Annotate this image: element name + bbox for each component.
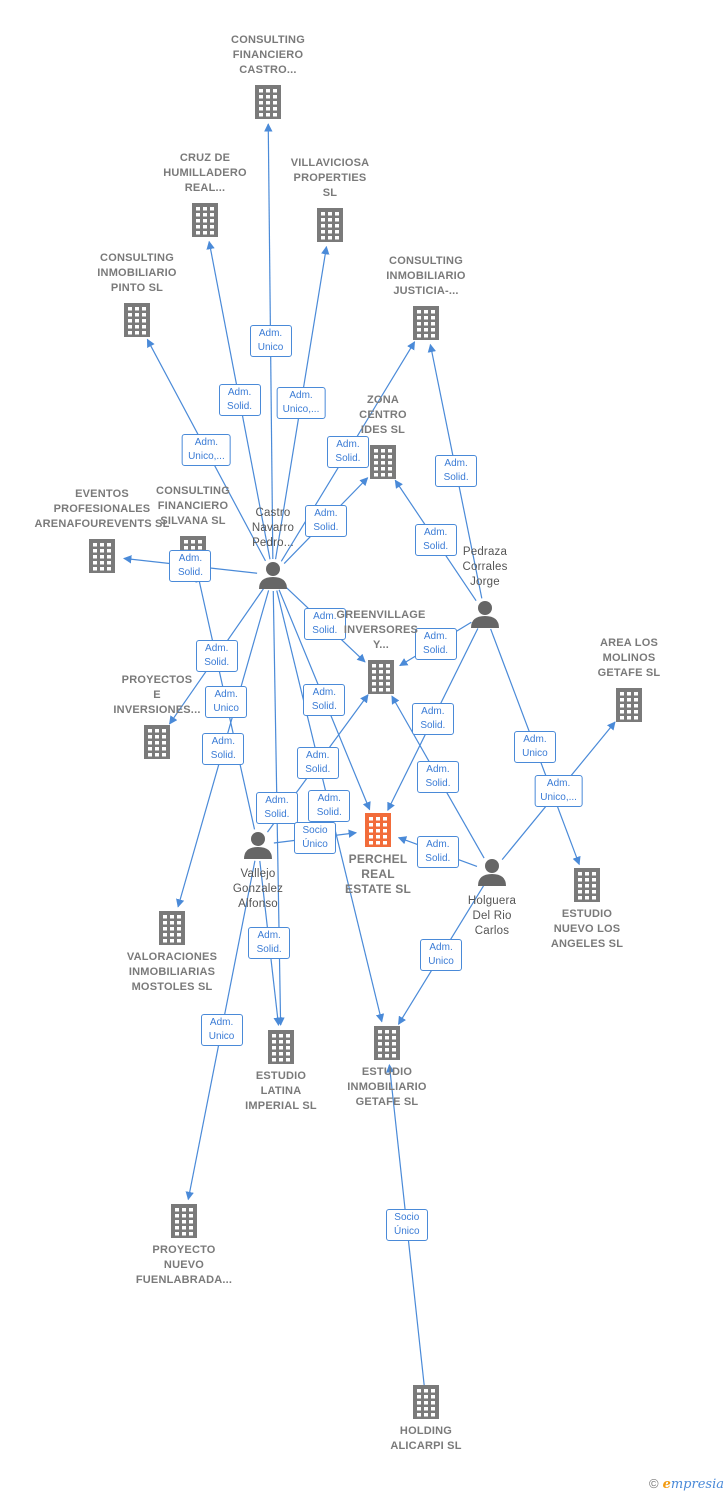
building-icon[interactable] <box>171 1204 197 1238</box>
brand-logo: empresia <box>662 1477 724 1492</box>
edge-label[interactable]: Socio Único <box>294 821 337 854</box>
edge-label[interactable]: Adm. Solid. <box>169 549 212 582</box>
person-icon[interactable] <box>471 601 499 628</box>
building-icon[interactable] <box>374 1026 400 1060</box>
edge-label[interactable]: Adm. Solid. <box>326 435 369 468</box>
building-icon[interactable] <box>317 208 343 242</box>
node-label-epa[interactable]: EVENTOS PROFESIONALES ARENAFOUREVENTS SL <box>34 488 170 530</box>
building-icon[interactable] <box>192 203 218 237</box>
node-label-prl[interactable]: PERCHEL REAL ESTATE SL <box>344 852 412 896</box>
edge-label[interactable]: Adm. Solid. <box>416 836 459 869</box>
edge-label[interactable]: Adm. Solid. <box>255 792 298 824</box>
edge-label[interactable]: Adm. Solid. <box>202 732 245 765</box>
building-icon[interactable] <box>370 445 396 479</box>
copyright-symbol: © <box>648 1476 659 1491</box>
edge-label[interactable]: Adm. Solid. <box>195 640 238 673</box>
node-label-pcj[interactable]: Pedraza Corrales Jorge <box>462 546 508 588</box>
node-label-chr[interactable]: CRUZ DE HUMILLADERO REAL... <box>163 152 247 194</box>
node-label-pnf[interactable]: PROYECTO NUEVO FUENLABRADA... <box>135 1244 233 1286</box>
edge-label[interactable]: Adm. Unico,... <box>182 434 231 467</box>
edge-label[interactable]: Socio Único <box>385 1209 428 1242</box>
edge-label[interactable]: Adm. Unico,... <box>534 774 583 807</box>
building-icon[interactable] <box>268 1030 294 1064</box>
nodes-layer <box>89 85 642 1419</box>
person-icon[interactable] <box>259 562 287 589</box>
edge-label[interactable]: Adm. Solid. <box>303 607 346 640</box>
building-icon[interactable] <box>159 911 185 945</box>
edge-label[interactable]: Adm. Solid. <box>308 790 351 823</box>
edge-label[interactable]: Adm. Solid. <box>414 627 457 660</box>
building-icon[interactable] <box>368 660 394 694</box>
edge-label[interactable]: Adm. Solid. <box>303 683 346 716</box>
building-icon[interactable] <box>413 1385 439 1419</box>
edge-label[interactable]: Adm. Solid. <box>435 455 478 488</box>
edge-label[interactable]: Adm. Unico <box>205 685 248 718</box>
person-icon[interactable] <box>478 859 506 886</box>
footer-brand[interactable]: ©empresia <box>649 1476 724 1492</box>
node-label-zc[interactable]: ZONA CENTRO IDES SL <box>359 394 407 436</box>
node-label-cnp[interactable]: Castro Navarro Pedro... <box>251 507 295 549</box>
node-label-vim[interactable]: VALORACIONES INMOBILIARIAS MOSTOLES SL <box>126 951 218 993</box>
node-label-cij[interactable]: CONSULTING INMOBILIARIO JUSTICIA-... <box>386 255 466 297</box>
edge-label[interactable]: Adm. Solid. <box>296 747 339 780</box>
node-label-gvi[interactable]: GREENVILLAGE INVERSORES Y... <box>336 609 426 651</box>
building-icon[interactable] <box>124 303 150 337</box>
edge-label[interactable]: Adm. Unico,... <box>276 386 326 419</box>
edge-label[interactable]: Adm. Unico <box>200 1014 243 1047</box>
building-icon[interactable] <box>255 85 281 119</box>
edge-label[interactable]: Adm. Unico <box>513 730 556 763</box>
node-label-hal[interactable]: HOLDING ALICARPI SL <box>390 1425 462 1452</box>
edge-label[interactable]: Adm. Solid. <box>304 504 347 537</box>
edge-label[interactable]: Adm. Solid. <box>218 384 261 417</box>
node-label-cip[interactable]: CONSULTING INMOBILIARIO PINTO SL <box>97 252 177 294</box>
node-label-enla[interactable]: ESTUDIO NUEVO LOS ANGELES SL <box>550 908 624 950</box>
building-icon[interactable] <box>144 725 170 759</box>
node-label-pei[interactable]: PROYECTOS E INVERSIONES... <box>113 674 201 716</box>
edge-label[interactable]: Adm. Unico <box>249 325 292 358</box>
building-icon[interactable] <box>89 539 115 573</box>
building-icon[interactable] <box>365 813 391 847</box>
node-label-cfc[interactable]: CONSULTING FINANCIERO CASTRO... <box>231 34 305 76</box>
edge-label[interactable]: Adm. Solid. <box>248 927 291 960</box>
node-label-eig[interactable]: ESTUDIO INMOBILIARIO GETAFE SL <box>347 1066 427 1108</box>
node-label-hdc[interactable]: Holguera Del Rio Carlos <box>467 895 517 937</box>
node-label-vga[interactable]: Vallejo Gonzalez Alfonso <box>232 868 284 910</box>
edge-label[interactable]: Adm. Solid. <box>414 524 457 557</box>
building-icon[interactable] <box>413 306 439 340</box>
node-label-alm[interactable]: AREA LOS MOLINOS GETAFE SL <box>597 637 661 679</box>
edge-label[interactable]: Adm. Solid. <box>411 703 454 736</box>
node-label-cfs[interactable]: CONSULTING FINANCIERO SILVANA SL <box>156 485 230 527</box>
node-label-eli[interactable]: ESTUDIO LATINA IMPERIAL SL <box>245 1070 317 1112</box>
node-label-vp[interactable]: VILLAVICIOSA PROPERTIES SL <box>290 157 370 199</box>
building-icon[interactable] <box>616 688 642 722</box>
edge-label[interactable]: Adm. Unico <box>420 938 463 971</box>
person-icon[interactable] <box>244 832 272 859</box>
edge-label[interactable]: Adm. Solid. <box>416 761 459 794</box>
building-icon[interactable] <box>574 868 600 902</box>
